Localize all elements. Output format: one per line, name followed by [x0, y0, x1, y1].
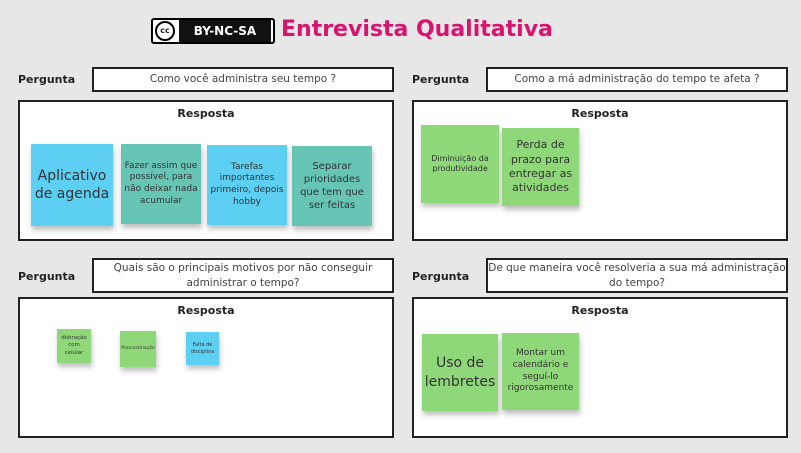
sticky-note[interactable]: Falta de disciplina	[186, 332, 219, 365]
sticky-note[interactable]: Procrastinação	[120, 331, 156, 367]
sticky-note[interactable]: Separar prioridades que tem que ser feit…	[292, 146, 372, 226]
question-field-1[interactable]: Como você administra seu tempo ?	[92, 67, 394, 92]
sticky-note[interactable]: Tarefas importantes primeiro, depois hob…	[207, 145, 287, 225]
question-field-3[interactable]: Quais são o principais motivos por não c…	[92, 258, 394, 293]
license-label: BY-NC-SA	[179, 20, 271, 42]
question-label-4: Pergunta	[412, 270, 470, 283]
response-title-2: Resposta	[571, 107, 629, 120]
response-title-1: Resposta	[177, 107, 235, 120]
response-title-3: Resposta	[177, 304, 235, 317]
response-board-3: Resposta distração com celular Procrasti…	[18, 297, 394, 438]
question-field-2[interactable]: Como a má administração do tempo te afet…	[486, 67, 788, 92]
question-label-1: Pergunta	[18, 73, 76, 86]
response-board-4: Resposta Uso de lembretes Montar um cale…	[412, 297, 788, 438]
response-board-1: Resposta Aplicativo de agenda Fazer assi…	[18, 100, 394, 241]
question-label-2: Pergunta	[412, 73, 470, 86]
page-title: Entrevista Qualitativa	[281, 17, 553, 42]
question-field-4[interactable]: De que maneira você resolveria a sua má …	[486, 258, 788, 293]
license-badge: cc BY-NC-SA	[151, 18, 275, 44]
sticky-note[interactable]: Fazer assim que possível, para não deixa…	[121, 144, 201, 224]
sticky-note[interactable]: Diminuição da produtividade	[421, 125, 499, 203]
sticky-note[interactable]: Perda de prazo para entregar as atividad…	[502, 128, 579, 206]
sticky-note[interactable]: Montar um calendário e seguí-lo rigorosa…	[502, 333, 579, 410]
sticky-note[interactable]: distração com celular	[57, 329, 91, 363]
sticky-note[interactable]: Aplicativo de agenda	[31, 144, 113, 226]
response-title-4: Resposta	[571, 304, 629, 317]
cc-icon: cc	[155, 21, 175, 41]
sticky-note[interactable]: Uso de lembretes	[422, 334, 498, 411]
response-board-2: Resposta Diminuição da produtividade Per…	[412, 100, 788, 241]
question-label-3: Pergunta	[18, 270, 76, 283]
